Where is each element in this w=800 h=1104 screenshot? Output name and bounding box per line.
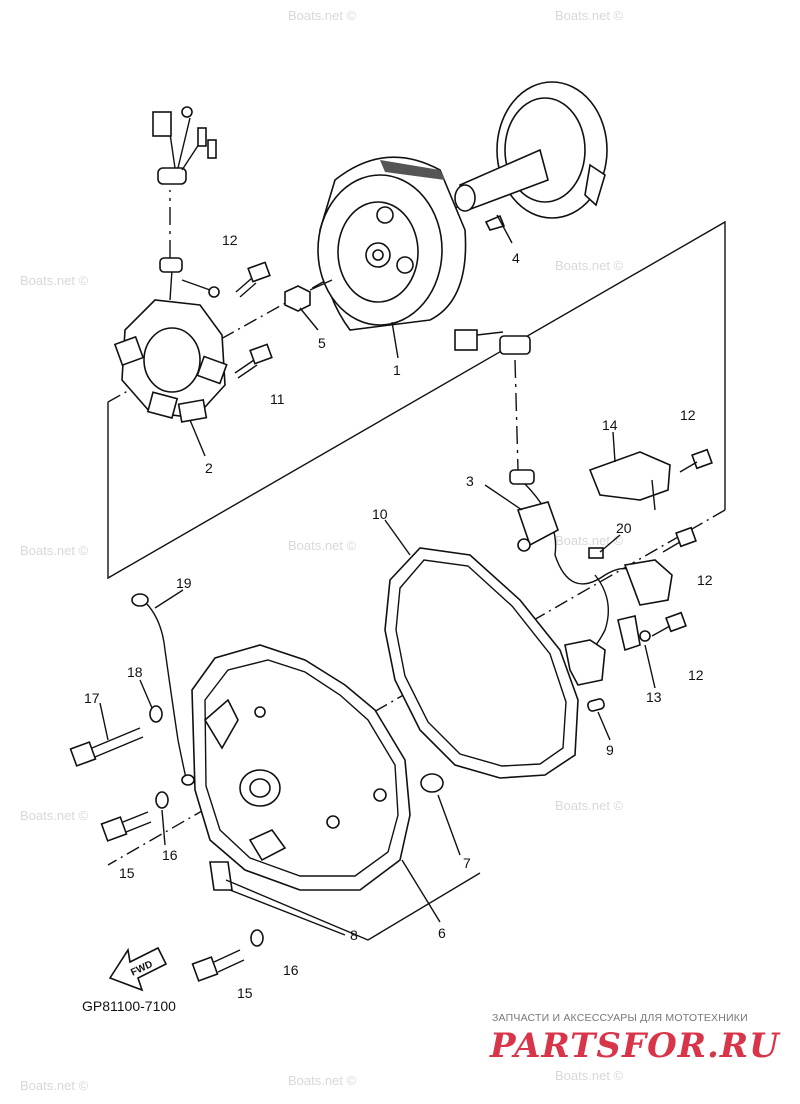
- callout-label: 19: [176, 575, 192, 591]
- washer-part: [149, 705, 264, 947]
- gasket-part: [384, 547, 579, 779]
- callout-label: 16: [283, 962, 299, 978]
- bolt-part: [651, 448, 713, 637]
- watermark: Boats.net ©: [20, 273, 89, 288]
- callout-label: 5: [318, 335, 326, 351]
- pickup-coil-part: [454, 329, 673, 686]
- callout-label: 7: [463, 855, 471, 871]
- watermark: Boats.net ©: [20, 808, 89, 823]
- watermark: Boats.net ©: [555, 258, 624, 273]
- watermark: Boats.net ©: [288, 1073, 357, 1088]
- callout-label: 12: [680, 407, 696, 423]
- cover-plate-part: [588, 451, 671, 511]
- bolt-part: [234, 343, 273, 379]
- callout-label: 15: [119, 865, 135, 881]
- callout-label: 14: [602, 417, 618, 433]
- watermark: Boats.net ©: [555, 798, 624, 813]
- callout-label: 3: [466, 473, 474, 489]
- callout-label: 10: [372, 506, 388, 522]
- dowel-pin-part: [587, 698, 605, 712]
- callout-labels: 12 4 5 1 11 2 3 14 12 10 20 19 12 18 12 …: [84, 232, 713, 1001]
- crankshaft-part: [454, 81, 608, 231]
- callout-label: 12: [222, 232, 238, 248]
- stator-part: [113, 106, 228, 423]
- callout-label: 17: [84, 690, 100, 706]
- leader-lines: [99, 214, 656, 941]
- bolt-part: [100, 811, 245, 982]
- brand-tagline: ЗАПЧАСТИ И АКСЕССУАРЫ ДЛЯ МОТОТЕХНИКИ: [492, 1012, 748, 1024]
- callout-label: 2: [205, 460, 213, 476]
- callout-label: 4: [512, 250, 520, 266]
- callout-label: 20: [616, 520, 632, 536]
- callout-label: 6: [438, 925, 446, 941]
- bolt-part: [235, 261, 271, 298]
- watermark: Boats.net ©: [555, 1068, 624, 1083]
- watermark: Boats.net ©: [555, 533, 624, 548]
- watermark: Boats.net ©: [288, 538, 357, 553]
- callout-label: 13: [646, 689, 662, 705]
- callout-label: 16: [162, 847, 178, 863]
- nut-part: [284, 279, 333, 312]
- watermark: Boats.net ©: [288, 8, 357, 23]
- callout-label: 9: [606, 742, 614, 758]
- bolt-part: [69, 727, 144, 767]
- callout-label: 15: [237, 985, 253, 1001]
- callout-label: 12: [688, 667, 704, 683]
- watermark: Boats.net ©: [555, 8, 624, 23]
- ground-lead-part: [131, 593, 195, 786]
- callout-label: 1: [393, 362, 401, 378]
- fwd-arrow-icon: FWD: [108, 946, 168, 992]
- diagram-code: GP81100-7100: [82, 998, 176, 1014]
- watermark: Boats.net ©: [20, 543, 89, 558]
- callout-label: 18: [127, 664, 143, 680]
- callout-label: 8: [350, 927, 358, 943]
- brand-logo[interactable]: PARTSFOR.RU: [490, 1026, 780, 1066]
- crankcase-cover-part: [191, 644, 411, 891]
- callout-label: 12: [697, 572, 713, 588]
- collar-part: [420, 773, 444, 793]
- rotor-flywheel-part: [317, 156, 467, 331]
- watermark: Boats.net ©: [20, 1078, 89, 1093]
- callout-label: 11: [270, 391, 285, 407]
